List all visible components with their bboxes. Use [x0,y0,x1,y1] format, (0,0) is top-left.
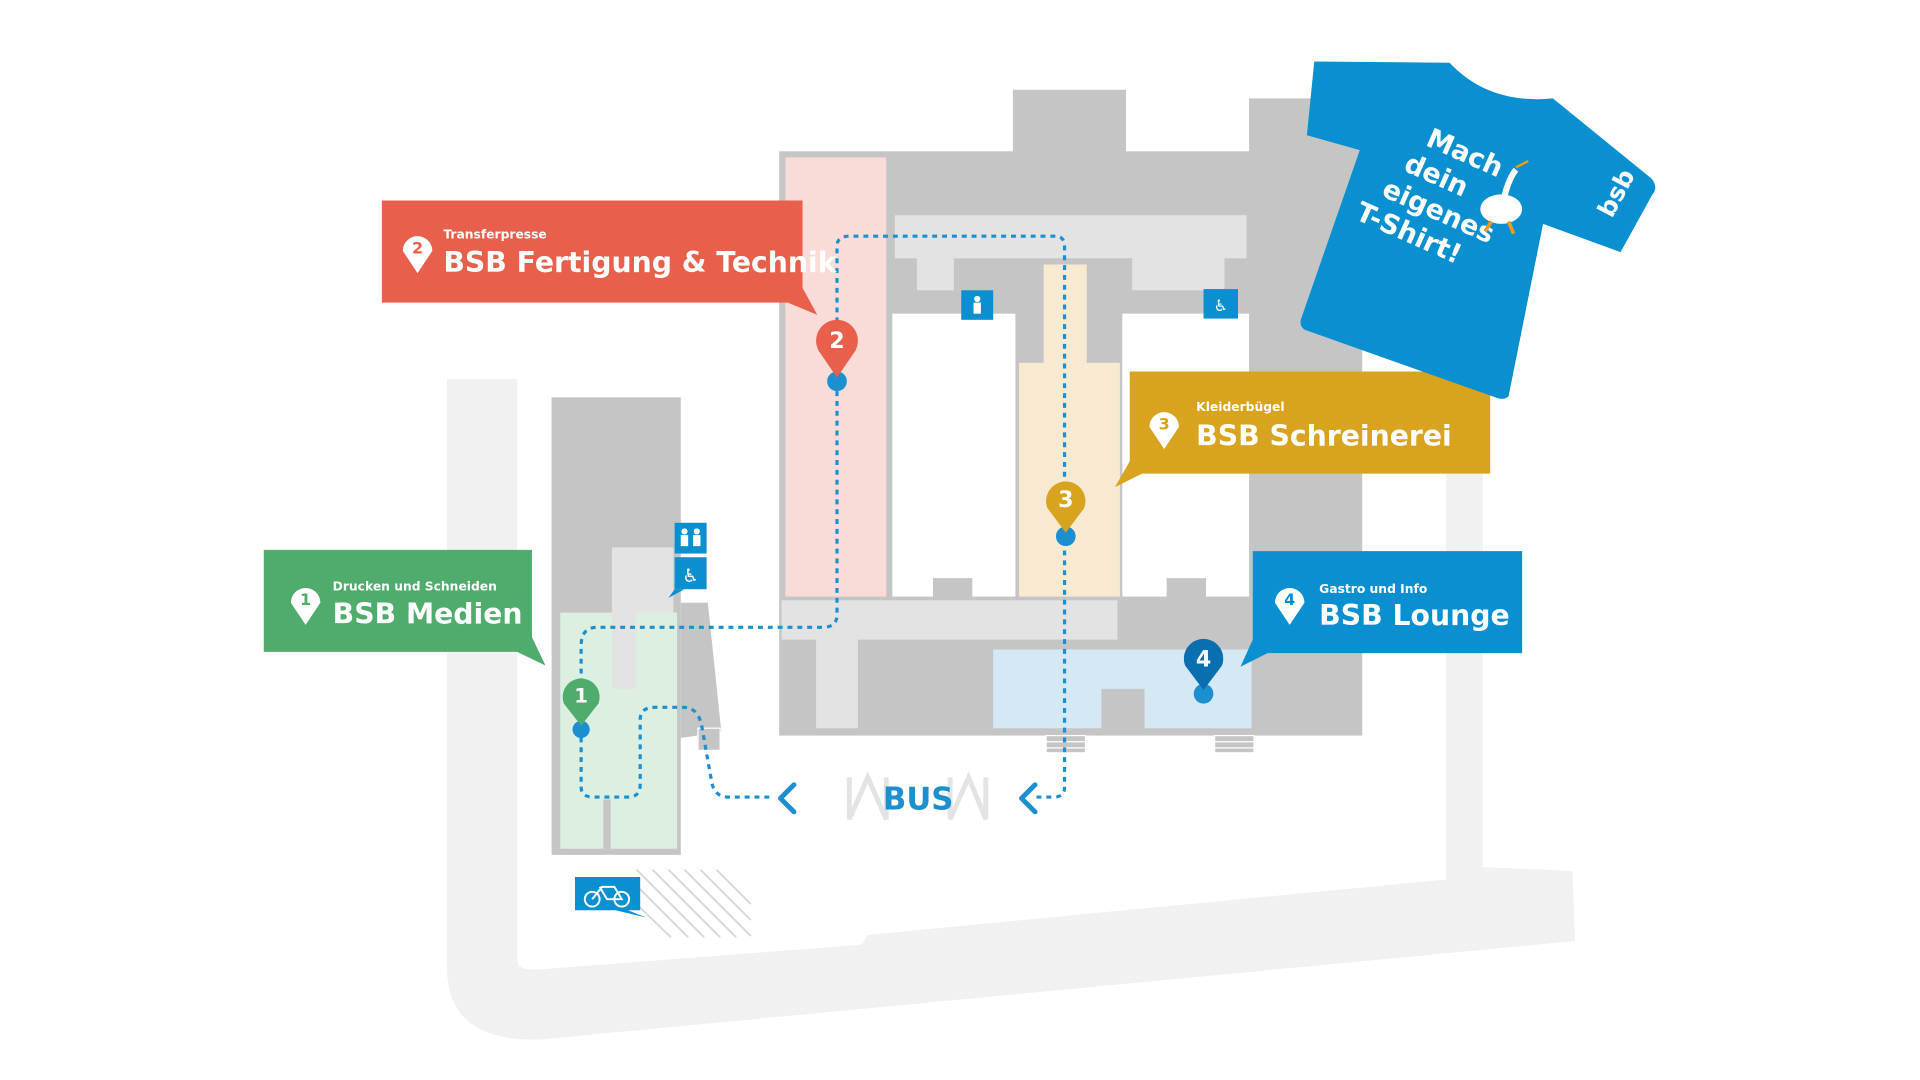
svg-text:4: 4 [1196,647,1211,673]
restroom-icon [961,290,994,320]
left-building [551,397,722,855]
bus-arrow-icon [777,782,1038,815]
label-subtitle: Drucken und Schneiden [333,579,497,593]
label-subtitle: Kleiderbügel [1196,400,1284,414]
svg-text:♿: ♿ [1214,296,1228,315]
bicycle-icon [574,877,647,918]
bus-stop: BUS [846,771,989,821]
svg-text:3: 3 [1058,487,1073,513]
map-pin-4[interactable]: 4 [1183,638,1224,704]
svg-text:2: 2 [829,328,844,354]
svg-text:1: 1 [574,684,588,707]
bus-label: BUS [883,781,954,817]
label-subtitle: Transferpresse [443,228,546,242]
svg-text:3: 3 [1159,414,1170,433]
bike-parking [635,869,752,938]
label-title: BSB Schreinerei [1196,419,1452,452]
tshirt-promo[interactable]: Mach dein eigenes T-Shirt! bsb [1300,61,1656,399]
route-path [579,381,839,799]
svg-text:♿: ♿ [682,566,699,587]
svg-text:2: 2 [412,238,423,257]
label-bsb-lounge[interactable]: 4 Gastro und Info BSB Lounge [1240,551,1523,667]
label-subtitle: Gastro und Info [1319,582,1427,596]
label-title: BSB Medien [333,598,523,631]
svg-text:1: 1 [300,590,311,609]
wheelchair-icon: ♿ [668,557,707,598]
zone-lounge [993,649,1252,729]
route-path-2 [835,234,1067,799]
map-pin-1[interactable]: 1 [562,678,600,739]
svg-text:4: 4 [1284,590,1295,609]
map-pin-3[interactable]: 3 [1046,481,1086,547]
restroom-icon-2 [674,522,707,554]
label-bsb-schreinerei[interactable]: 3 Kleiderbügel BSB Schreinerei [1114,371,1491,488]
zone-schreinerei [1019,264,1120,597]
label-title: BSB Fertigung & Technik [443,246,837,279]
map-pin-2[interactable]: 2 [816,319,858,392]
label-title: BSB Lounge [1319,599,1509,632]
wheelchair-restroom-icon: ♿ [1203,289,1238,319]
label-bsb-medien[interactable]: 1 Drucken und Schneiden BSB Medien [263,549,546,666]
label-bsb-fertigung[interactable]: 2 Transferpresse BSB Fertigung & Technik [381,200,838,315]
goose-icon [1480,160,1529,235]
